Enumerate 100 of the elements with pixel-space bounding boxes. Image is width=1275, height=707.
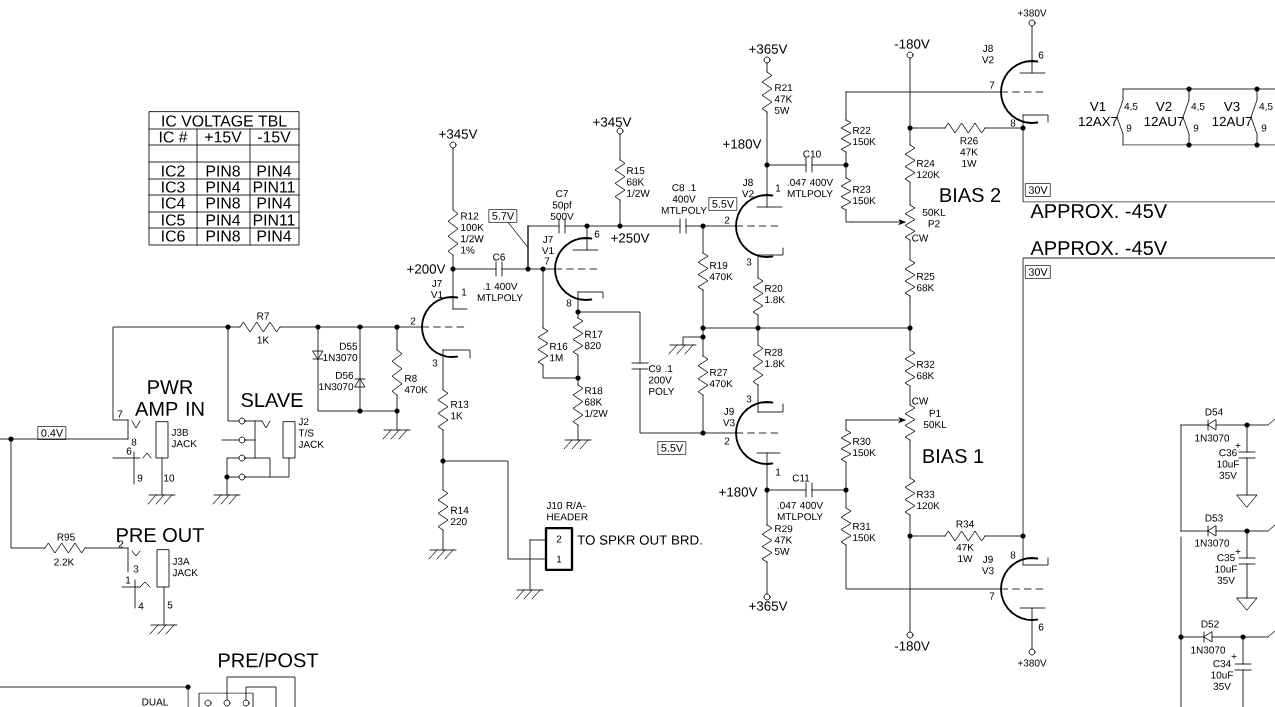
pin-number: 4,5 — [1124, 102, 1138, 112]
component-label: R28 1.8K — [765, 348, 785, 368]
component-label: R33 120K — [917, 490, 940, 510]
component-label: R21 47K 5W — [774, 84, 793, 114]
pin-number: 4,5 — [1191, 102, 1205, 112]
polarity-sign: + — [1235, 443, 1241, 448]
component-label: C35 10uF 35V — [1215, 554, 1237, 584]
component-label: C9 .1 200V POLY — [648, 365, 675, 395]
table-cell: PIN4 — [206, 214, 241, 226]
pin-number: 7 — [989, 81, 995, 89]
component-label: CW — [912, 397, 929, 405]
pin-number: 3 — [133, 565, 139, 573]
pin-number: 3 — [746, 395, 752, 403]
component-label: 50KL P2 — [922, 208, 946, 228]
component-label: R12 100K 1/2W 1% — [461, 212, 484, 254]
component-label: 1N3070 — [1195, 539, 1230, 547]
component-label: R18 68K 1/2W — [584, 387, 608, 417]
pin-number: 1 — [462, 288, 467, 296]
component-label: C36 10uF 35V — [1217, 449, 1239, 479]
pin-number: 3 — [746, 258, 752, 266]
pin-number: 7 — [117, 410, 123, 418]
polarity-sign: + — [1235, 549, 1241, 554]
table-cell: PIN8 — [206, 230, 240, 242]
component-label: J3B JACK — [171, 428, 197, 448]
table-cell: PIN11 — [253, 214, 295, 226]
voltage-label: +345V — [439, 129, 478, 139]
voltage-tag: 5.5V — [708, 197, 738, 211]
component-label: J7 V1 — [430, 279, 443, 299]
pin-number: 8 — [1010, 119, 1016, 127]
voltage-label: +365V — [749, 601, 788, 611]
voltage-label: +365V — [749, 44, 788, 54]
connector-header: 2 1 — [544, 527, 574, 571]
component-label: D52 — [1201, 620, 1219, 628]
pin-number: 7 — [544, 257, 550, 265]
component-label: R34 — [956, 520, 974, 528]
table-cell: IC2 — [162, 165, 185, 177]
pin-number: 2 — [118, 540, 124, 548]
component-label: R8 470K — [404, 374, 428, 394]
table-cell: PIN4 — [206, 181, 241, 193]
component-label: R24 120K — [917, 159, 940, 179]
voltage-label: +380V — [1017, 659, 1047, 667]
component-label: D55 1N3070 — [323, 342, 358, 362]
table-cell: PIN8 — [206, 165, 240, 177]
component-label: R30 150K — [853, 437, 876, 457]
component-label: R27 470K — [709, 368, 733, 388]
component-label: C8 .1 400V MTLPOLY — [661, 184, 707, 214]
pin-number: 10 — [164, 474, 175, 482]
pin-number: 9 — [137, 474, 143, 482]
component-label: R23 150K — [853, 185, 876, 205]
pin-number: 2 — [410, 317, 416, 325]
component-label: J8 V2 — [981, 44, 994, 64]
component-label: 47K 1W — [956, 543, 974, 563]
component-label: C11 — [792, 474, 810, 482]
component-label: R32 68K — [916, 360, 935, 380]
table-cell: PIN8 — [206, 197, 240, 209]
component-label: R26 47K 1W — [960, 137, 978, 167]
pin-number: 9 — [1126, 124, 1132, 132]
table-title: IC VOLTAGE TBL — [162, 115, 287, 127]
component-label: R95 — [57, 533, 75, 541]
voltage-label: -180V — [894, 39, 930, 49]
section-title: BIAS 1 — [923, 448, 984, 464]
leader-line — [507, 222, 528, 248]
voltage-label: -180V — [894, 641, 930, 651]
component-label: 1K — [257, 336, 269, 344]
component-label: R20 1.8K — [765, 284, 785, 304]
component-label: J9 V3 — [722, 407, 735, 427]
table-cell: PIN4 — [257, 165, 292, 177]
component-label: DUAL — [142, 698, 168, 706]
component-label: J8 V2 — [741, 178, 754, 198]
component-label: J10 R/A-HEADER — [546, 501, 588, 521]
pin-number: 8 — [566, 299, 572, 307]
pin-number: 1 — [776, 184, 781, 192]
component-label: R22 150K — [853, 126, 876, 146]
component-label: C6 — [493, 253, 505, 261]
pin-number: 7 — [989, 592, 995, 600]
voltage-tag: 5.5V — [657, 441, 687, 455]
table-cell: IC4 — [162, 197, 185, 209]
voltage-tag: 30V — [1025, 265, 1051, 279]
pin-number: 4 — [138, 602, 144, 610]
table-cell: IC # — [159, 131, 188, 143]
voltage-label: +200V — [407, 264, 446, 274]
voltage-tag: 0.4V — [37, 426, 67, 440]
component-label: J7 V1 — [541, 235, 554, 255]
component-label: R13 1K — [451, 400, 469, 420]
component-label: J9 V3 — [981, 555, 994, 575]
pin-number: 1 — [126, 576, 131, 584]
section-title: PWR AMP IN — [135, 380, 204, 416]
table-cell: IC5 — [162, 214, 185, 226]
pin-number: 4,5 — [1259, 102, 1273, 112]
table-cell: PIN4 — [257, 197, 292, 209]
component-label: R19 470K — [709, 261, 733, 281]
component-label: J3A JACK — [172, 557, 198, 577]
component-label: R14 220 — [450, 506, 469, 526]
pin-number: 9 — [1193, 124, 1199, 132]
voltage-label: +180V — [723, 139, 762, 149]
component-label: D54 — [1205, 408, 1223, 416]
pin-number: 8 — [131, 438, 137, 446]
pin-number: 9 — [1261, 124, 1267, 132]
component-label: CW — [912, 234, 929, 242]
table-cell: +15V — [205, 131, 242, 143]
